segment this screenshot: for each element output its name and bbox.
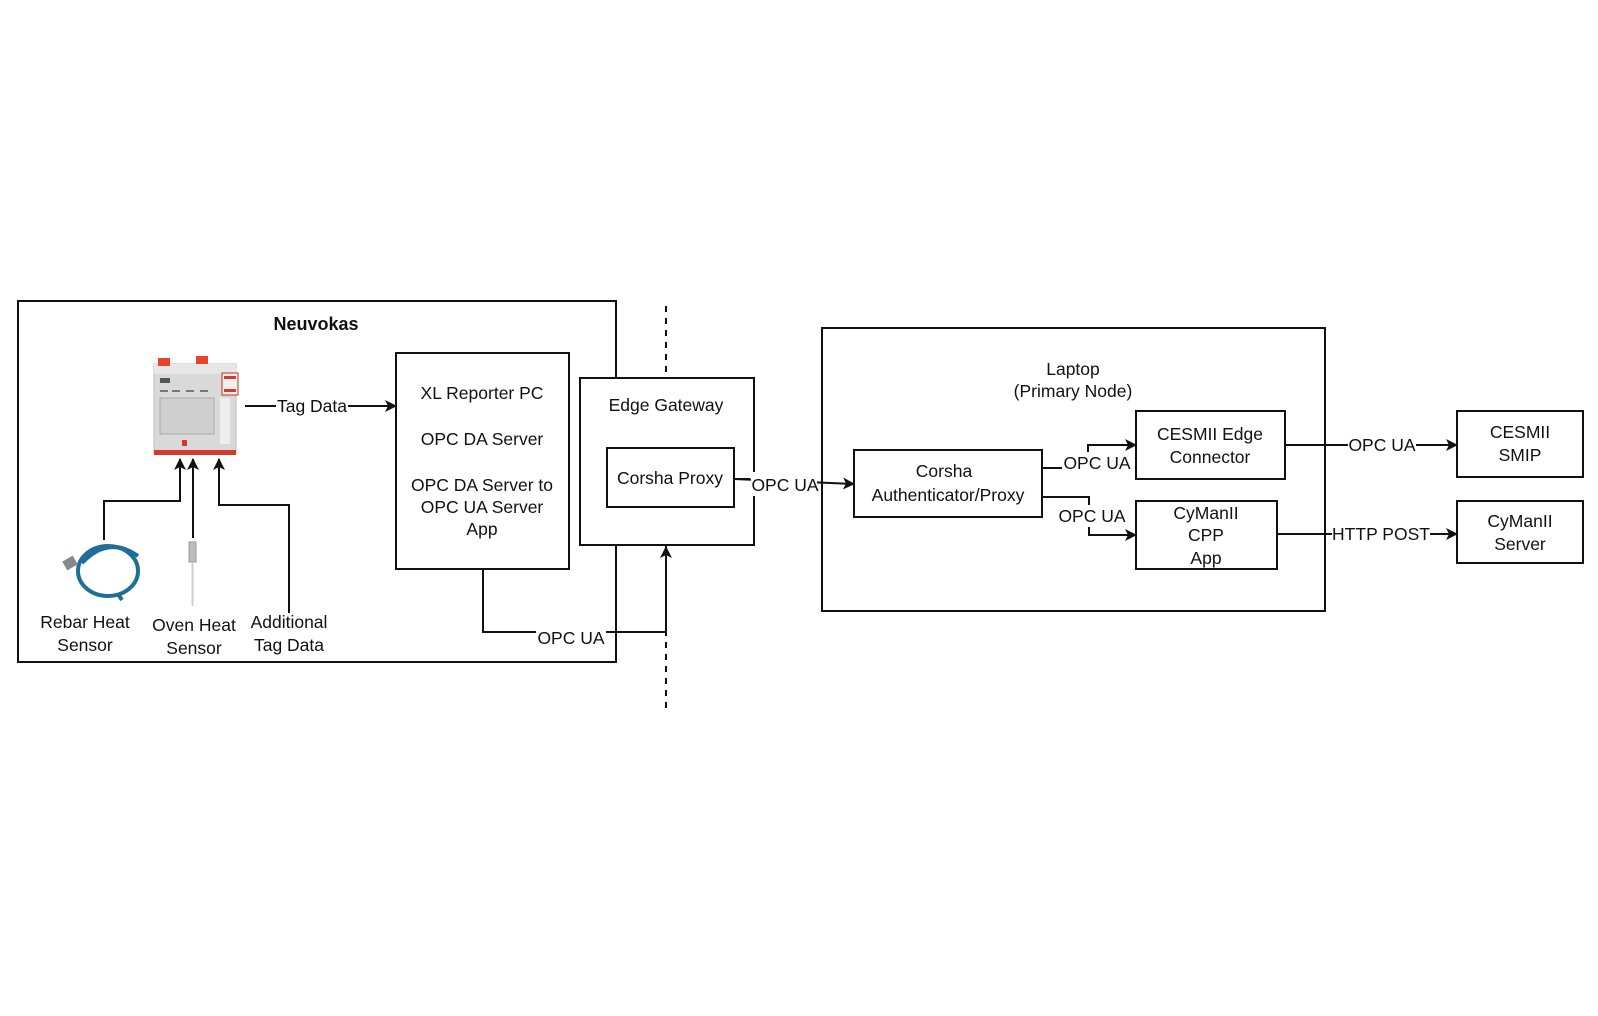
xl-to-gateway-edge-label: OPC UA bbox=[537, 628, 604, 648]
oven-sensor-label-2: Sensor bbox=[166, 638, 222, 658]
corsha-authenticator-line1: Corsha bbox=[916, 461, 973, 481]
cesmii-edge-connector-node bbox=[1135, 410, 1286, 480]
cymanii-cpp-node bbox=[1135, 500, 1278, 570]
cymanii-cpp-line2: CPP bbox=[1188, 525, 1224, 545]
additional-tag-arrow bbox=[213, 458, 290, 613]
corsha-authenticator-line2: Authenticator/Proxy bbox=[872, 485, 1025, 505]
cesmii-smip-line1: CESMII bbox=[1490, 422, 1550, 442]
cpp-to-server-label: HTTP POST bbox=[1332, 524, 1430, 544]
cymanii-server-line2: Server bbox=[1494, 534, 1546, 554]
rebar-sensor-label: Rebar Heat bbox=[40, 612, 130, 632]
probe-sensor-icon bbox=[188, 541, 197, 606]
corsha-proxy-label: Corsha Proxy bbox=[617, 468, 723, 488]
additional-tag-label-2: Tag Data bbox=[254, 635, 324, 655]
proxy-to-auth-edge-label: OPC UA bbox=[751, 475, 818, 495]
xl-reporter-line2: OPC DA Server bbox=[421, 429, 544, 449]
neuvokas-title: Neuvokas bbox=[273, 314, 358, 334]
plc-controller-icon bbox=[153, 356, 239, 455]
cesmii-edge-to-smip-label: OPC UA bbox=[1348, 435, 1415, 455]
cymanii-cpp-line1: CyManII bbox=[1173, 503, 1238, 523]
xl-reporter-line3: OPC DA Server to bbox=[411, 475, 553, 495]
xl-reporter-line1: XL Reporter PC bbox=[421, 383, 544, 403]
corsha-authenticator-node bbox=[853, 449, 1043, 518]
xl-reporter-line4: OPC UA Server bbox=[421, 497, 544, 517]
cymanii-cpp-line3: App bbox=[1190, 548, 1221, 568]
tag-data-edge-label: Tag Data bbox=[277, 396, 347, 416]
cesmii-edge-line2: Connector bbox=[1170, 447, 1251, 467]
cymanii-server-node bbox=[1456, 500, 1584, 564]
cesmii-smip-line2: SMIP bbox=[1499, 445, 1542, 465]
rebar-sensor-arrow bbox=[103, 458, 186, 540]
xl-reporter-node bbox=[395, 352, 570, 570]
xl-reporter-line5: App bbox=[466, 519, 497, 539]
additional-tag-label: Additional bbox=[251, 612, 328, 632]
auth-to-cesmii-edge-label: OPC UA bbox=[1063, 453, 1130, 473]
cesmii-edge-line1: CESMII Edge bbox=[1157, 424, 1263, 444]
cesmii-smip-node bbox=[1456, 410, 1584, 478]
laptop-subtitle: (Primary Node) bbox=[1014, 381, 1133, 401]
rebar-sensor-label-2: Sensor bbox=[57, 635, 113, 655]
edge-gateway-title: Edge Gateway bbox=[609, 395, 724, 415]
cable-sensor-icon bbox=[62, 544, 140, 602]
laptop-title: Laptop bbox=[1046, 359, 1100, 379]
oven-sensor-label: Oven Heat bbox=[152, 615, 236, 635]
auth-to-cymanii-cpp-label: OPC UA bbox=[1058, 506, 1125, 526]
cymanii-server-line1: CyManII bbox=[1487, 511, 1552, 531]
corsha-proxy-node bbox=[606, 447, 735, 508]
